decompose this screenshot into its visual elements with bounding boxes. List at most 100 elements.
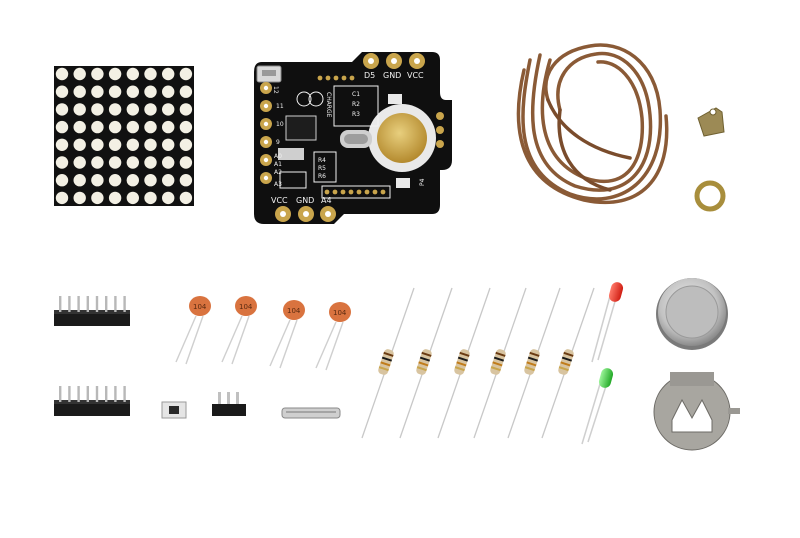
led-green bbox=[581, 368, 614, 445]
slide-switch bbox=[212, 392, 246, 416]
matrix-led-dot bbox=[162, 85, 175, 98]
matrix-led-dot bbox=[126, 85, 139, 98]
matrix-led-dot bbox=[126, 156, 139, 169]
header-pin bbox=[86, 386, 89, 402]
matrix-led-dot bbox=[162, 174, 175, 187]
matrix-led-dot bbox=[73, 103, 86, 116]
matrix-led-dot bbox=[144, 67, 157, 81]
header-pin bbox=[95, 386, 99, 402]
matrix-led-dot bbox=[55, 174, 69, 187]
label-p4: P4 bbox=[419, 178, 426, 186]
pads-left bbox=[260, 82, 272, 184]
battery-holder bbox=[653, 372, 740, 451]
label-charge: CHARGE bbox=[325, 92, 332, 118]
matrix-led-dot bbox=[126, 103, 139, 116]
matrix-led-dot bbox=[179, 85, 193, 98]
label-r4: R4 bbox=[318, 157, 326, 164]
matrix-led-dot bbox=[73, 67, 86, 81]
matrix-led-dot bbox=[55, 67, 69, 81]
header-pin bbox=[77, 296, 80, 312]
cord-end-crimp bbox=[697, 107, 725, 137]
resistor bbox=[437, 287, 491, 439]
matrix-led-dot bbox=[73, 156, 86, 169]
matrix-led-dot bbox=[91, 156, 104, 169]
pad-label-vcc-top: VCC bbox=[407, 71, 424, 80]
matrix-led-dot bbox=[162, 191, 175, 205]
matrix-led-dot bbox=[91, 138, 104, 151]
label-r2: R2 bbox=[352, 101, 360, 108]
resistor bbox=[399, 287, 453, 439]
resistors bbox=[361, 287, 595, 439]
header-pin bbox=[59, 296, 62, 312]
coin-cell-battery bbox=[656, 278, 728, 350]
matrix-led-dot bbox=[162, 120, 175, 134]
matrix-led-dot bbox=[108, 85, 122, 98]
led-red bbox=[591, 282, 624, 363]
ceramic-capacitor: 104 bbox=[269, 300, 305, 369]
pads-top bbox=[363, 53, 425, 69]
ceramic-capacitor: 104 bbox=[315, 302, 351, 371]
capacitor-marking: 104 bbox=[287, 307, 301, 315]
brooch-pin bbox=[281, 407, 341, 419]
matrix-led-dot bbox=[91, 67, 104, 81]
matrix-led-dot bbox=[126, 191, 139, 205]
pad-label-9: 9 bbox=[276, 139, 280, 146]
matrix-led-dot bbox=[55, 138, 69, 151]
pads-right bbox=[436, 112, 444, 148]
header-pin bbox=[114, 296, 117, 312]
matrix-led-dot bbox=[162, 156, 175, 169]
matrix-led-dot bbox=[162, 67, 175, 81]
pad-label-a2: A2 bbox=[274, 169, 282, 176]
leather-cord bbox=[516, 43, 669, 205]
matrix-led-dot bbox=[55, 156, 69, 169]
header-pin bbox=[95, 296, 99, 312]
matrix-led-dot bbox=[179, 138, 193, 151]
matrix-led-dot bbox=[162, 103, 175, 116]
matrix-led-dot bbox=[144, 174, 157, 187]
matrix-led-dot bbox=[91, 120, 104, 134]
capacitor-marking: 104 bbox=[333, 309, 347, 317]
matrix-led-dot bbox=[91, 85, 104, 98]
matrix-led-dot bbox=[179, 191, 193, 205]
small-chip bbox=[278, 148, 304, 160]
label-r3: R3 bbox=[352, 111, 360, 118]
pad-label-a3: A3 bbox=[274, 181, 282, 188]
matrix-led-dot bbox=[91, 103, 104, 116]
header-pin bbox=[123, 296, 126, 312]
capacitor-marking: 104 bbox=[193, 303, 207, 311]
female-header-bottom bbox=[54, 400, 130, 416]
pad-label-a0: A0 bbox=[274, 153, 282, 160]
matrix-led-dot bbox=[162, 138, 175, 151]
ceramic-capacitor: 104 bbox=[221, 296, 257, 365]
matrix-led-dot bbox=[179, 174, 193, 187]
header-pin bbox=[105, 386, 108, 402]
matrix-led-dot bbox=[91, 191, 104, 205]
matrix-led-dot bbox=[126, 120, 139, 134]
microcontroller-chip bbox=[285, 115, 317, 141]
matrix-led-dot bbox=[179, 120, 193, 134]
pad-label-11: 11 bbox=[276, 103, 284, 110]
matrix-led-dot bbox=[126, 174, 139, 187]
resistor bbox=[361, 287, 415, 439]
matrix-led-dot bbox=[126, 67, 139, 81]
pad-label-gnd-top: GND bbox=[383, 71, 401, 80]
header-pin bbox=[123, 386, 126, 402]
pad-label-vcc-bottom: VCC bbox=[271, 196, 288, 205]
female-header-top bbox=[54, 310, 130, 326]
led-matrix-dots bbox=[55, 67, 193, 205]
resistor bbox=[473, 287, 527, 439]
pcb-board: D5 GND VCC VCC GND A4 12 11 10 9 A0 A1 A… bbox=[254, 52, 452, 224]
header-pin bbox=[68, 296, 71, 312]
ceramic-capacitor: 104 bbox=[175, 296, 211, 365]
header-pin bbox=[86, 296, 89, 312]
pad-label-12: 12 bbox=[272, 86, 279, 94]
pads-bottom bbox=[275, 206, 336, 222]
label-r5: R5 bbox=[318, 165, 326, 172]
matrix-led-dot bbox=[55, 120, 69, 134]
jump-ring bbox=[694, 180, 726, 212]
matrix-led-dot bbox=[73, 138, 86, 151]
matrix-led-dot bbox=[108, 120, 122, 134]
pad-label-d5: D5 bbox=[364, 71, 375, 80]
matrix-led-dot bbox=[108, 138, 122, 151]
